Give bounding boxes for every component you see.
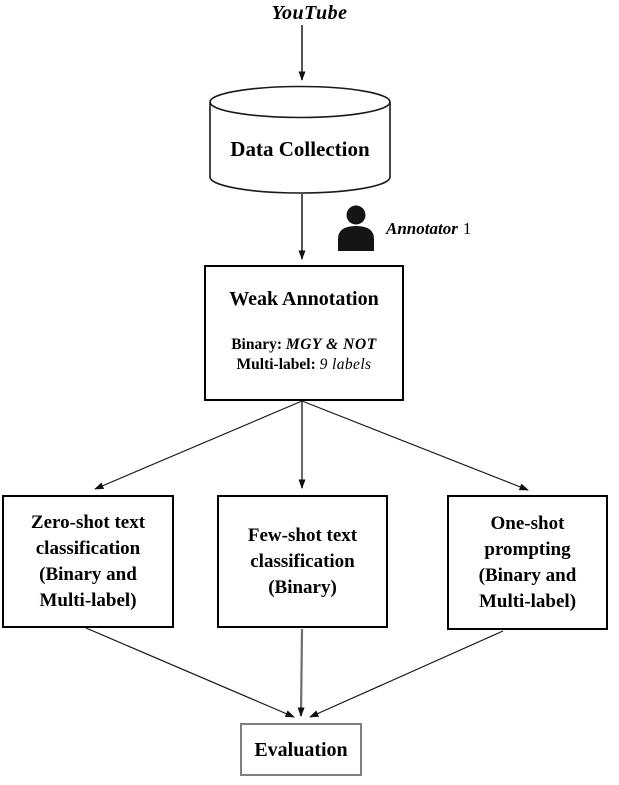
weak-annotation-title: Weak Annotation: [229, 288, 379, 310]
arrow-few-shot-to-evaluation: [297, 628, 305, 717]
node-evaluation: Evaluation: [240, 723, 362, 776]
arrow-weak-to-zero-shot: [94, 400, 303, 490]
one-shot-label: One-shot prompting (Binary and Multi-lab…: [478, 512, 577, 612]
arrow-weak-to-one-shot: [301, 400, 529, 491]
node-few-shot: Few-shot text classification (Binary): [217, 495, 388, 628]
evaluation-label: Evaluation: [254, 738, 348, 761]
source-label-youtube: YouTube: [271, 2, 348, 24]
binary-prefix: Binary:: [231, 336, 282, 353]
annotator-name: Annotator: [386, 219, 458, 238]
zero-shot-label: Zero-shot text classification (Binary an…: [30, 511, 146, 611]
node-one-shot: One-shot prompting (Binary and Multi-lab…: [447, 495, 608, 630]
annotator-person-icon: [338, 205, 374, 251]
arrow-one-shot-to-evaluation: [309, 630, 504, 718]
node-data-collection-label: Data Collection: [230, 137, 370, 161]
few-shot-label: Few-shot text classification (Binary): [247, 524, 358, 598]
node-zero-shot: Zero-shot text classification (Binary an…: [2, 495, 174, 628]
node-weak-annotation: Weak Annotation Binary: MGY & NOT Multi-…: [204, 265, 404, 401]
weak-annotation-binary-line: Binary: MGY & NOT: [231, 335, 377, 355]
multilabel-value: 9 labels: [319, 356, 372, 373]
weak-annotation-multilabel-line: Multi-label: 9 labels: [237, 355, 372, 375]
arrow-zero-shot-to-evaluation: [85, 627, 295, 718]
binary-value: MGY & NOT: [285, 336, 377, 353]
annotator-number: 1: [462, 219, 472, 238]
multilabel-prefix: Multi-label:: [236, 356, 316, 373]
